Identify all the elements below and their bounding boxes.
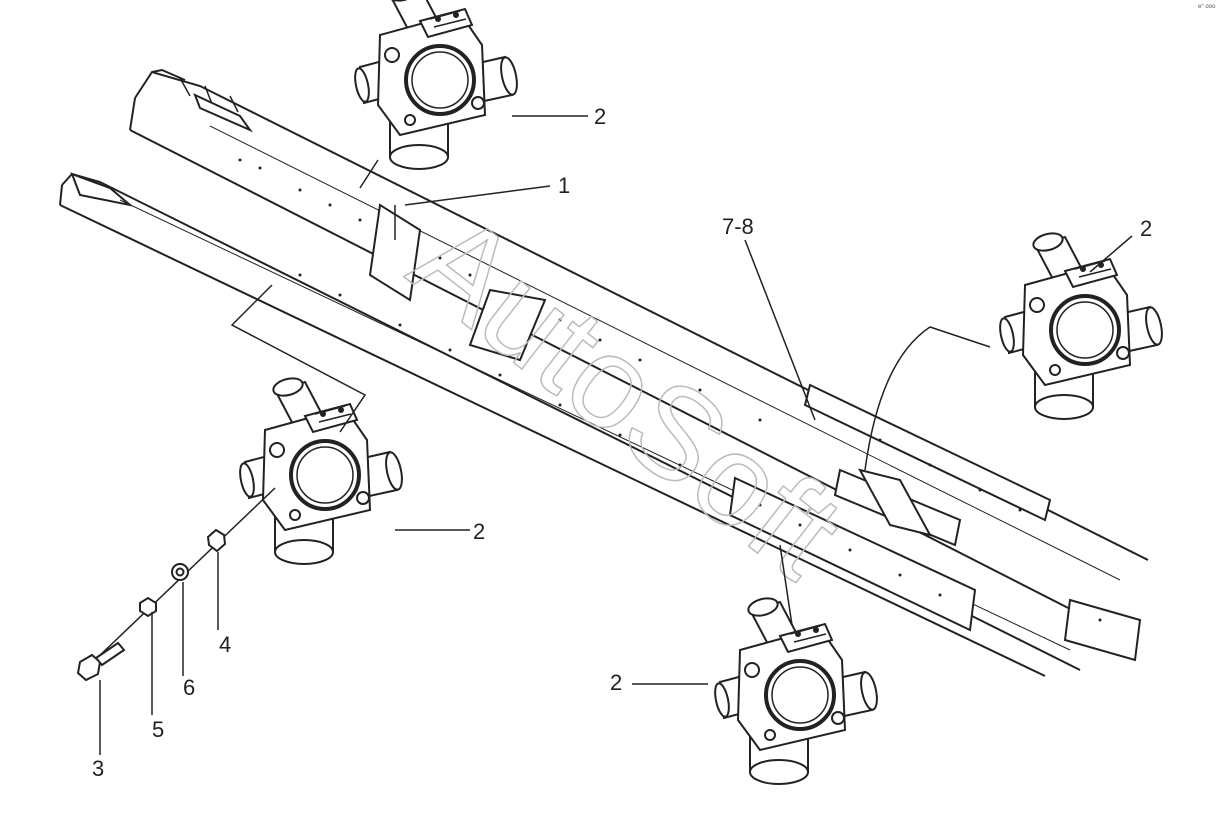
- leader-lines: [99, 115, 1133, 755]
- chassis-frame: [59, 68, 1149, 677]
- watermark: AutoSoft: [386, 183, 870, 607]
- callout-2-right: 2: [1140, 216, 1153, 241]
- valve-right: [995, 228, 1167, 421]
- valve-top: [350, 0, 522, 171]
- watermark-text: AutoSoft: [386, 184, 869, 606]
- callout-1: 1: [558, 173, 571, 198]
- callout-4: 4: [219, 632, 232, 657]
- fastener-stack: [76, 487, 276, 682]
- corner-mark: e° ооо: [1198, 4, 1216, 10]
- valve-bottom: [710, 593, 882, 786]
- callout-2-bottom: 2: [610, 670, 623, 695]
- callout-5: 5: [152, 717, 165, 742]
- callout-7-8: 7-8: [722, 214, 754, 239]
- valve-left: [235, 373, 407, 566]
- callout-2-top: 2: [594, 104, 607, 129]
- callout-6: 6: [183, 675, 196, 700]
- callout-3: 3: [92, 756, 105, 781]
- callout-2-left: 2: [473, 519, 486, 544]
